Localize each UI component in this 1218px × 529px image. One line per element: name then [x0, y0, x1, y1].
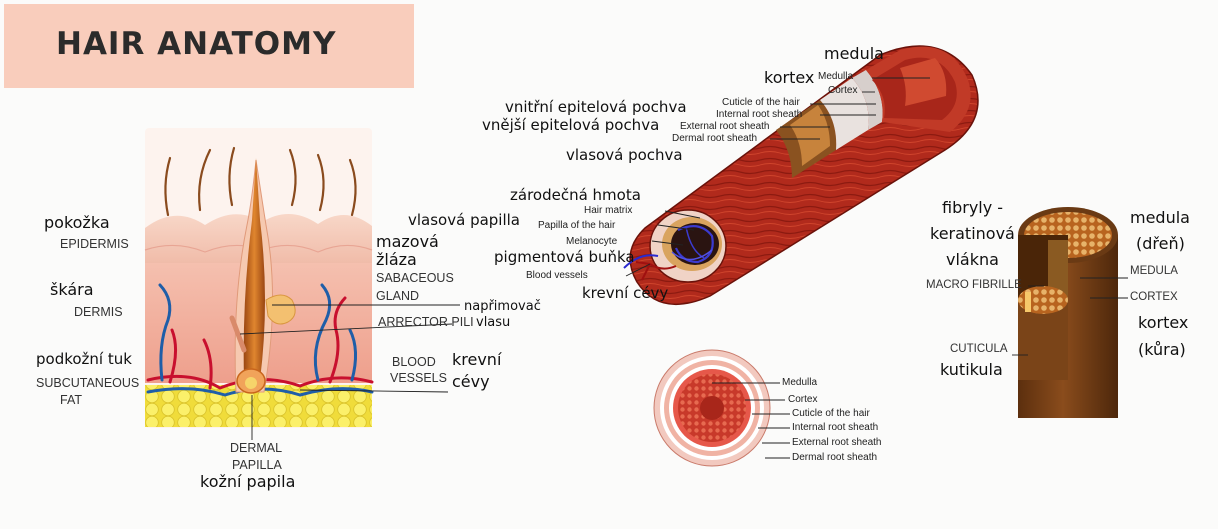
- label-keratinova: keratinová: [930, 226, 1015, 242]
- label-vlasova-pochva: vlasová pochva: [566, 148, 683, 163]
- label-vnejsi: vnější epitelová pochva: [482, 118, 659, 133]
- label-cevy: cévy: [452, 374, 490, 390]
- label-medula-top: medula: [824, 46, 884, 62]
- hair-cross-section: [654, 350, 770, 466]
- label-vnitrni: vnitřní epitelová pochva: [505, 100, 687, 115]
- cross-dermal: Dermal root sheath: [792, 453, 877, 463]
- label-pokozka: pokožka: [44, 215, 110, 231]
- cross-medulla: Medulla: [782, 378, 817, 388]
- label-epidermis: EPIDERMIS: [60, 238, 129, 251]
- label-macro-fibrille: MACRO FIBRILLE: [926, 280, 1022, 292]
- label-external-en: External root sheath: [680, 122, 770, 132]
- label-melanocyte: Melanocyte: [566, 237, 617, 247]
- label-naprimovac: napřimovač: [464, 300, 541, 313]
- label-vessels: VESSELS: [390, 372, 447, 385]
- label-fat: FAT: [60, 394, 82, 407]
- label-mazova: mazová: [376, 234, 439, 250]
- label-blood-vessels: Blood vessels: [526, 271, 588, 281]
- label-medulla-en: Medulla: [818, 72, 853, 82]
- cross-external: External root sheath: [792, 438, 882, 448]
- label-skara: škára: [50, 282, 94, 298]
- label-papilla-hair: Papilla of the hair: [538, 221, 615, 231]
- label-zarodecna: zárodečná hmota: [510, 188, 641, 203]
- label-kortex-top: kortex: [764, 70, 814, 86]
- label-kutikula: kutikula: [940, 362, 1003, 378]
- hair-fiber-block: [1018, 207, 1118, 418]
- label-hair-matrix: Hair matrix: [584, 206, 632, 216]
- label-kortex-right: kortex: [1138, 315, 1188, 331]
- label-papilla: PAPILLA: [232, 459, 282, 472]
- cross-cortex: Cortex: [788, 395, 817, 405]
- skin-cross-section: [145, 128, 372, 428]
- label-dermis: DERMIS: [74, 306, 123, 319]
- label-fibryly: fibryly -: [942, 200, 1003, 216]
- label-dermal: DERMAL: [230, 442, 282, 455]
- label-vlakna: vlákna: [946, 252, 999, 268]
- label-cortex-en: Cortex: [828, 86, 857, 96]
- cross-cuticle: Cuticle of the hair: [792, 409, 870, 419]
- label-podkozni-tuk: podkožní tuk: [36, 352, 132, 367]
- label-cortex-block: CORTEX: [1130, 292, 1178, 304]
- label-cuticula: CUTICULA: [950, 344, 1008, 356]
- label-vlasova-papilla: vlasová papilla: [408, 213, 520, 228]
- label-krevni-cevy: krevní cévy: [582, 286, 668, 301]
- label-dermal-en: Dermal root sheath: [672, 134, 757, 144]
- label-dren: (dřeň): [1136, 236, 1185, 252]
- label-cuticle-en: Cuticle of the hair: [722, 98, 800, 108]
- label-krevni: krevní: [452, 352, 501, 368]
- cross-internal: Internal root sheath: [792, 423, 878, 433]
- label-medula-en: MEDULA: [1130, 266, 1178, 278]
- label-kura: (kůra): [1138, 342, 1186, 358]
- label-subcutaneous: SUBCUTANEOUS: [36, 377, 139, 390]
- label-internal-en: Internal root sheath: [716, 110, 802, 120]
- label-vlasu: vlasu: [476, 316, 510, 329]
- label-zlaza: žláza: [376, 252, 417, 268]
- label-medula-right: medula: [1130, 210, 1190, 226]
- label-pigmentova: pigmentová buňka: [494, 250, 635, 265]
- label-gland: GLAND: [376, 290, 419, 303]
- label-kozni-papila: kožní papila: [200, 474, 295, 490]
- label-blood: BLOOD: [392, 356, 436, 369]
- label-sebaceous: SABACEOUS: [376, 272, 454, 285]
- label-arrector-pili: ARRECTOR PILI: [378, 316, 474, 329]
